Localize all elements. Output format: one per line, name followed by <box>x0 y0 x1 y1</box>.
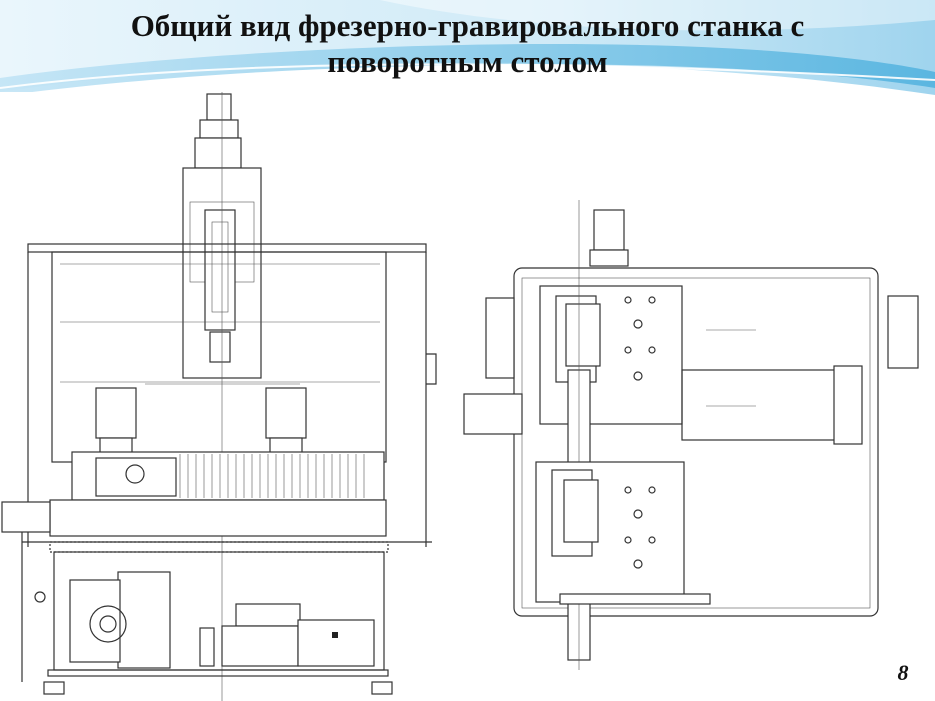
title-line-2: поворотным столом <box>327 44 608 79</box>
header-wave-decoration <box>0 0 935 96</box>
page-number: 8 <box>897 660 909 685</box>
front-view-drawing <box>0 92 455 701</box>
title-line-1: Общий вид фрезерно-гравировального станк… <box>130 8 805 43</box>
top-view-drawing <box>456 200 935 670</box>
slide-title: Общий вид фрезерно-гравировального станк… <box>0 8 935 80</box>
